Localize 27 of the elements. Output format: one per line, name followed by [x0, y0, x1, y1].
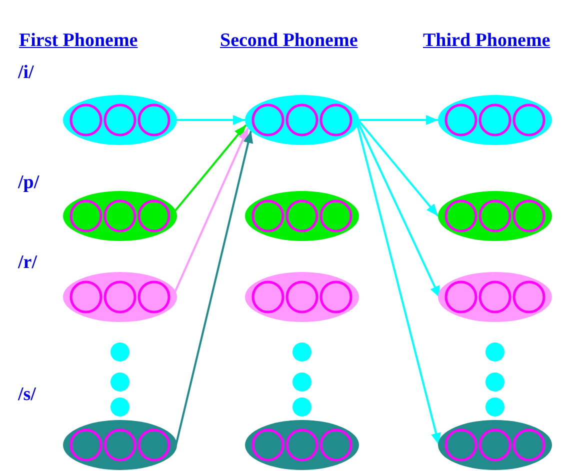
arrow — [177, 115, 245, 125]
ellipse-node — [63, 272, 177, 322]
ellipse-node — [245, 420, 359, 470]
row-label: /r/ — [18, 252, 37, 274]
ellipse-node — [438, 191, 552, 241]
column-heading: First Phoneme — [19, 30, 138, 52]
ellipse-node — [63, 191, 177, 241]
ellipse-node — [63, 95, 177, 145]
row-label: /i/ — [18, 62, 34, 84]
ellipse-node — [245, 191, 359, 241]
ellipse-node — [438, 95, 552, 145]
ellipse-node — [245, 272, 359, 322]
arrow — [174, 124, 247, 212]
row-label: /s/ — [18, 384, 36, 406]
ellipse-node — [245, 95, 359, 145]
ellipse-node — [438, 272, 552, 322]
arrow — [174, 128, 249, 292]
arrow — [357, 122, 441, 298]
column-heading: Second Phoneme — [220, 30, 358, 52]
arrow — [175, 130, 254, 446]
column-heading: Third Phoneme — [423, 30, 550, 52]
arrow — [356, 122, 441, 446]
row-label: /p/ — [18, 172, 40, 194]
arrow — [358, 120, 439, 217]
ellipse-node — [438, 420, 552, 470]
ellipse-node — [63, 420, 177, 470]
arrow — [359, 115, 438, 125]
